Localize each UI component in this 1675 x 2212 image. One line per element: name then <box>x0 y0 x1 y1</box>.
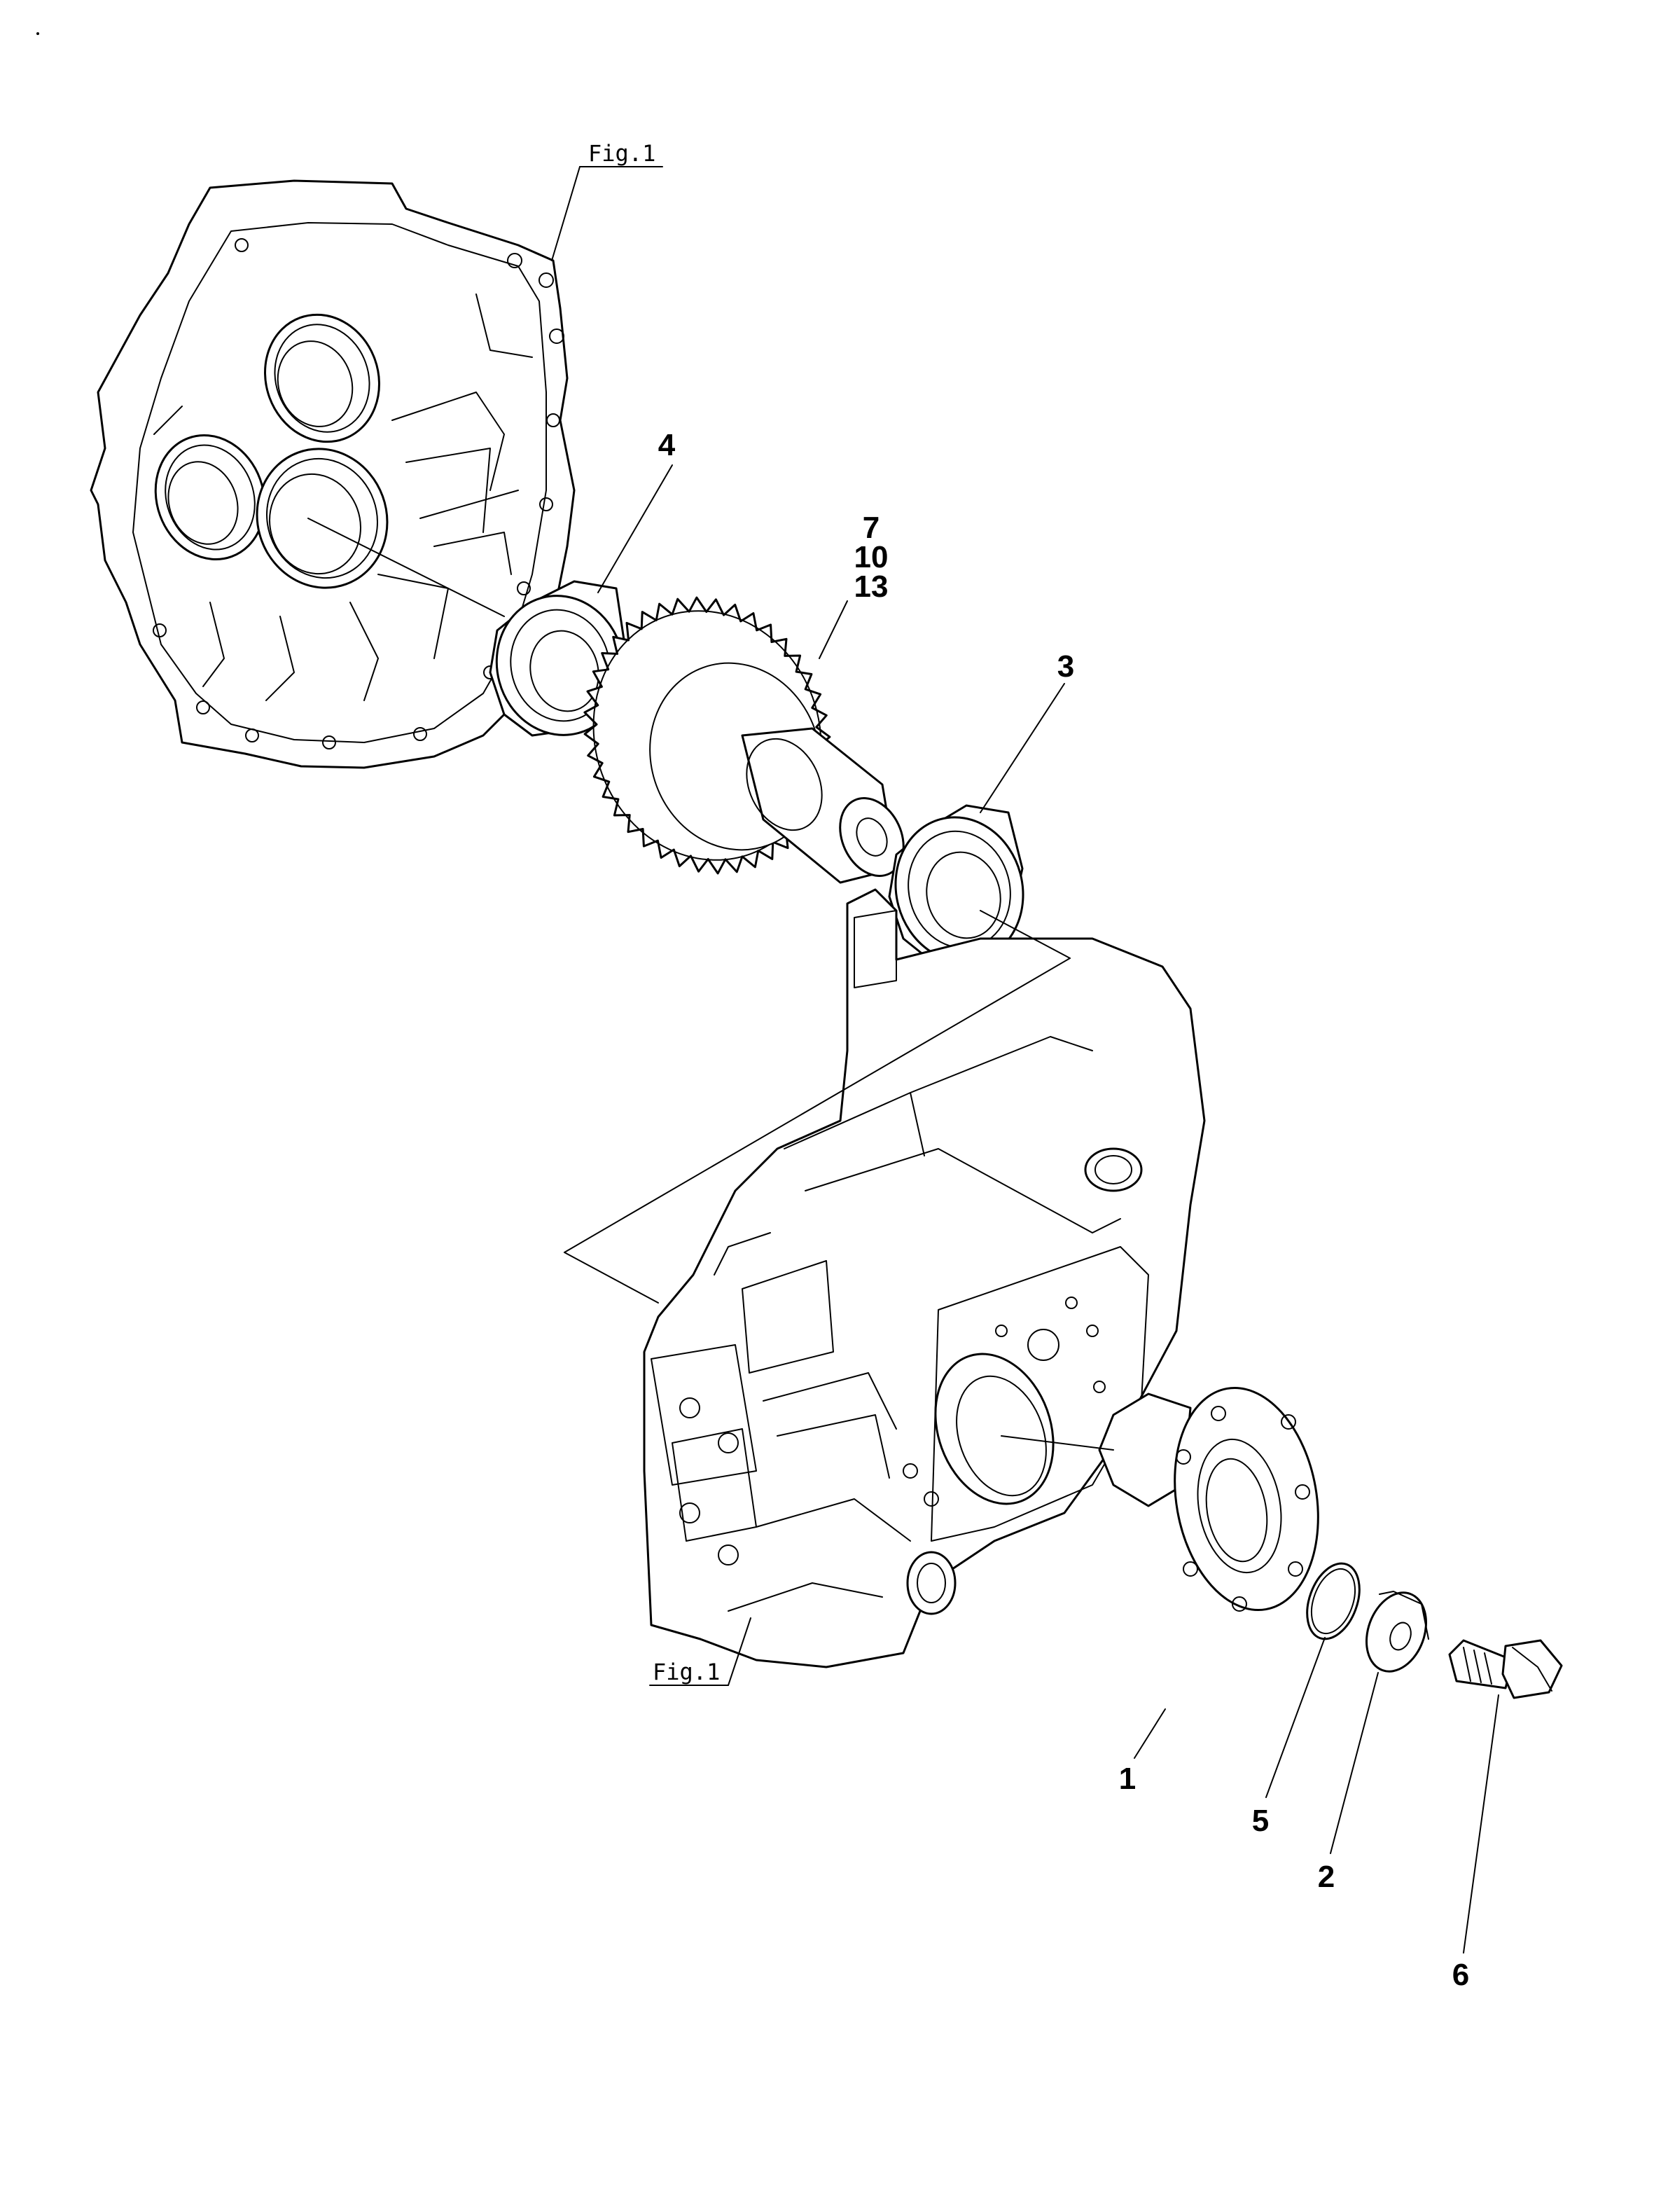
bore-center <box>256 448 389 589</box>
leader-lines <box>551 166 1499 1954</box>
callout-13: 13 <box>854 569 889 604</box>
bore-left <box>154 434 266 560</box>
flange-part-1 <box>1098 1386 1319 1612</box>
upper-housing <box>90 179 576 769</box>
fig-ref-bottom: Fig.1 <box>653 1659 720 1685</box>
bearing-part-3 <box>888 804 1024 963</box>
callout-6: 6 <box>1452 1958 1469 1992</box>
o-ring-part-5 <box>1306 1562 1361 1640</box>
gear-part-7-10-13 <box>583 596 905 884</box>
bore-top <box>264 313 380 443</box>
assembly-lines <box>307 518 1114 1451</box>
callout-4: 4 <box>658 428 676 462</box>
callout-10: 10 <box>854 540 889 574</box>
callout-1: 1 <box>1119 1762 1136 1796</box>
corner-mark <box>36 32 39 35</box>
bolt-part-6 <box>1448 1639 1563 1699</box>
callout-7: 7 <box>863 511 880 545</box>
callout-2: 2 <box>1318 1860 1335 1894</box>
callout-3: 3 <box>1057 649 1074 684</box>
lower-housing <box>643 888 1206 1668</box>
fig-ref-top: Fig.1 <box>588 140 655 167</box>
washer-part-2 <box>1365 1591 1429 1673</box>
callout-5: 5 <box>1252 1804 1269 1838</box>
